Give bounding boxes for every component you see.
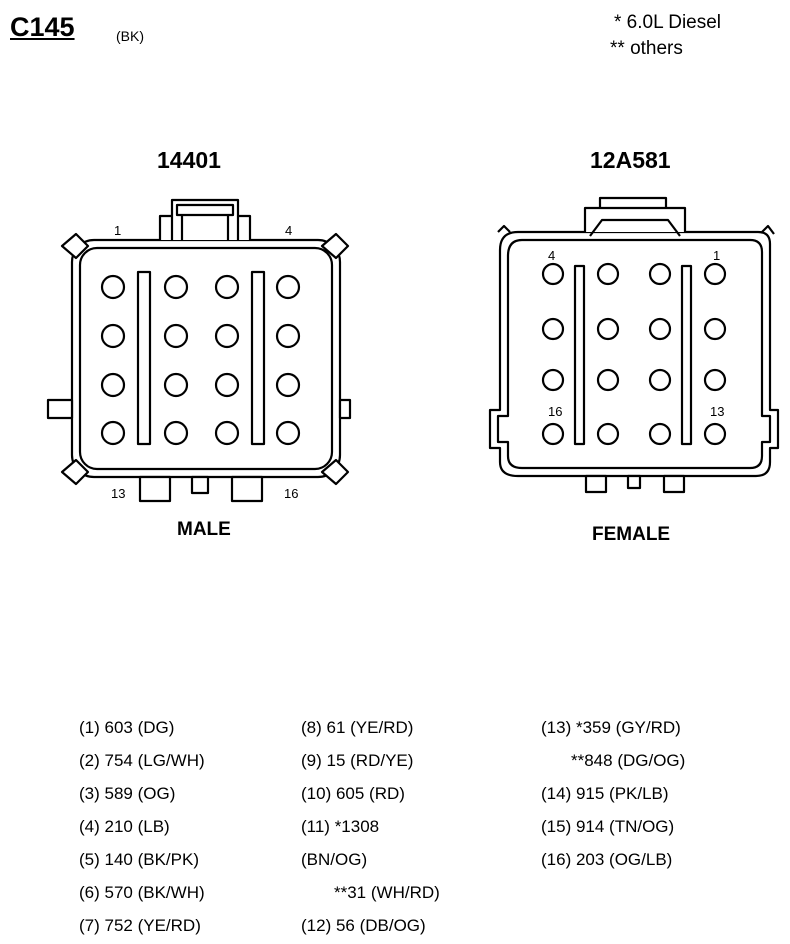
wire-col2-row3: (10) 605 (RD): [301, 784, 405, 803]
wire-col2-row7: (12) 56 (DB/OG): [301, 916, 426, 935]
wire-col1-row3: (3) 589 (OG): [79, 784, 175, 803]
wire-col3-row4: (15) 914 (TN/OG): [541, 817, 674, 836]
connector-color-code: (BK): [116, 28, 144, 44]
wire-col2-row4: (11) *1308: [301, 817, 379, 836]
male-ear-tr: [320, 232, 350, 260]
male-pin-label-top-left: 1: [114, 223, 122, 238]
wire-col1-row4: (4) 210 (LB): [79, 817, 170, 836]
male-ear-tl: [60, 232, 90, 260]
female-pin-label-top-left: 4: [548, 248, 556, 263]
wire-col3-row3: (14) 915 (PK/LB): [541, 784, 669, 803]
male-side-tab-left: [46, 398, 74, 420]
female-inner-body: [496, 238, 772, 470]
male-side-tab-right: [338, 398, 352, 420]
female-label: FEMALE: [592, 524, 671, 545]
female-ear-tr: [761, 224, 775, 235]
wire-col2-row1: (8) 61 (YE/RD): [301, 718, 413, 737]
male-ear-br: [320, 458, 350, 486]
connector-id: C145: [10, 12, 75, 42]
male-bottom-tab-left: [138, 475, 172, 503]
male-key-bar-right: [250, 270, 266, 446]
wire-col1-row7: (7) 752 (YE/RD): [79, 916, 201, 935]
male-label: MALE: [177, 519, 231, 540]
male-key-bar-left: [136, 270, 152, 446]
wire-col1-row1: (1) 603 (DG): [79, 718, 174, 737]
female-pin-label-bottom-right: 13: [710, 404, 725, 419]
note-others: ** others: [610, 38, 683, 59]
wire-col1-row5: (5) 140 (BK/PK): [79, 850, 199, 869]
female-ear-tl: [497, 224, 511, 233]
female-connector-face: [488, 196, 780, 494]
wire-col1-row2: (2) 754 (LG/WH): [79, 751, 205, 770]
male-pin-label-top-right: 4: [285, 223, 293, 238]
female-part-number: 12A581: [590, 147, 671, 173]
wire-col2-row6: **31 (WH/RD): [334, 883, 440, 902]
female-key-bar-right: [680, 264, 693, 446]
wire-col3-row2: **848 (DG/OG): [571, 751, 685, 770]
male-part-number: 14401: [157, 147, 221, 173]
wire-col2-row5: (BN/OG): [301, 850, 367, 869]
wire-col2-row2: (9) 15 (RD/YE): [301, 751, 413, 770]
wire-col3-row5: (16) 203 (OG/LB): [541, 850, 672, 869]
female-bottom-tab-right: [662, 474, 686, 494]
male-ear-bl: [60, 458, 90, 486]
female-pin-label-top-right: 1: [713, 248, 721, 263]
male-pin-grid: [100, 274, 301, 446]
female-pin-grid: [541, 262, 727, 446]
wire-col1-row6: (6) 570 (BK/WH): [79, 883, 205, 902]
male-bottom-tab-mid: [190, 475, 210, 495]
female-key-bar-left: [573, 264, 586, 446]
wire-col3-row1: (13) *359 (GY/RD): [541, 718, 681, 737]
female-pin-label-bottom-left: 16: [548, 404, 563, 419]
male-bottom-tab-right: [230, 475, 264, 503]
female-bottom-tab-mid: [626, 474, 642, 490]
note-diesel: * 6.0L Diesel: [614, 12, 722, 33]
female-outer-body: [488, 230, 780, 478]
male-connector-face: [46, 198, 352, 503]
male-pin-label-bottom-right: 16: [284, 486, 299, 501]
male-inner-body: [78, 246, 334, 471]
wiring-list: (1) 603 (DG) (2) 754 (LG/WH) (3) 589 (OG…: [79, 718, 685, 935]
male-pin-label-bottom-left: 13: [111, 486, 126, 501]
female-bottom-tab-left: [584, 474, 608, 494]
